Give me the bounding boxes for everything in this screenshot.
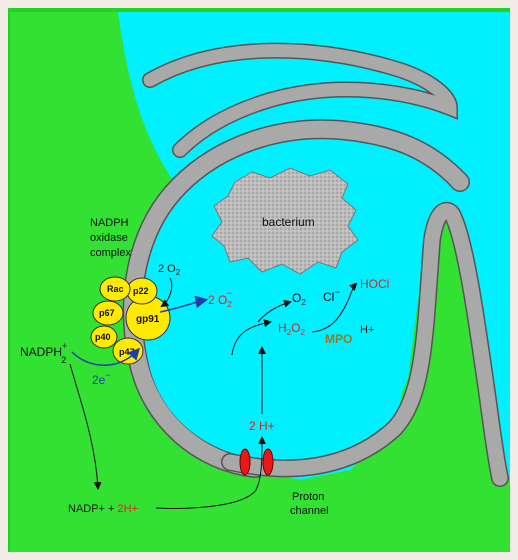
two-proton-label: 2 H+ bbox=[249, 419, 275, 433]
proton-small-label: H+ bbox=[360, 324, 374, 336]
complex-label-line2: oxidase bbox=[90, 232, 128, 244]
hocl-label: HOCl bbox=[360, 277, 389, 291]
subunit-gp91-label: gp91 bbox=[136, 314, 160, 325]
proton-channel-label-line2: channel bbox=[290, 505, 329, 517]
nadp-label: NADP+ + 2H+ bbox=[68, 503, 138, 515]
subunit-rac-label: Rac bbox=[107, 284, 124, 294]
bacterium-label: bacterium bbox=[262, 215, 315, 229]
proton-channel-left bbox=[240, 449, 250, 475]
complex-label-line3: complex bbox=[90, 247, 131, 259]
subunit-p40-label: p40 bbox=[95, 332, 111, 342]
subunit-p67-label: p67 bbox=[99, 308, 115, 318]
proton-channel-label-line1: Proton bbox=[292, 491, 324, 503]
mpo-label: MPO bbox=[325, 332, 352, 346]
complex-label-line1: NADPH bbox=[90, 217, 129, 229]
subunit-p22-label: p22 bbox=[133, 286, 149, 296]
proton-channel-right bbox=[263, 449, 273, 475]
